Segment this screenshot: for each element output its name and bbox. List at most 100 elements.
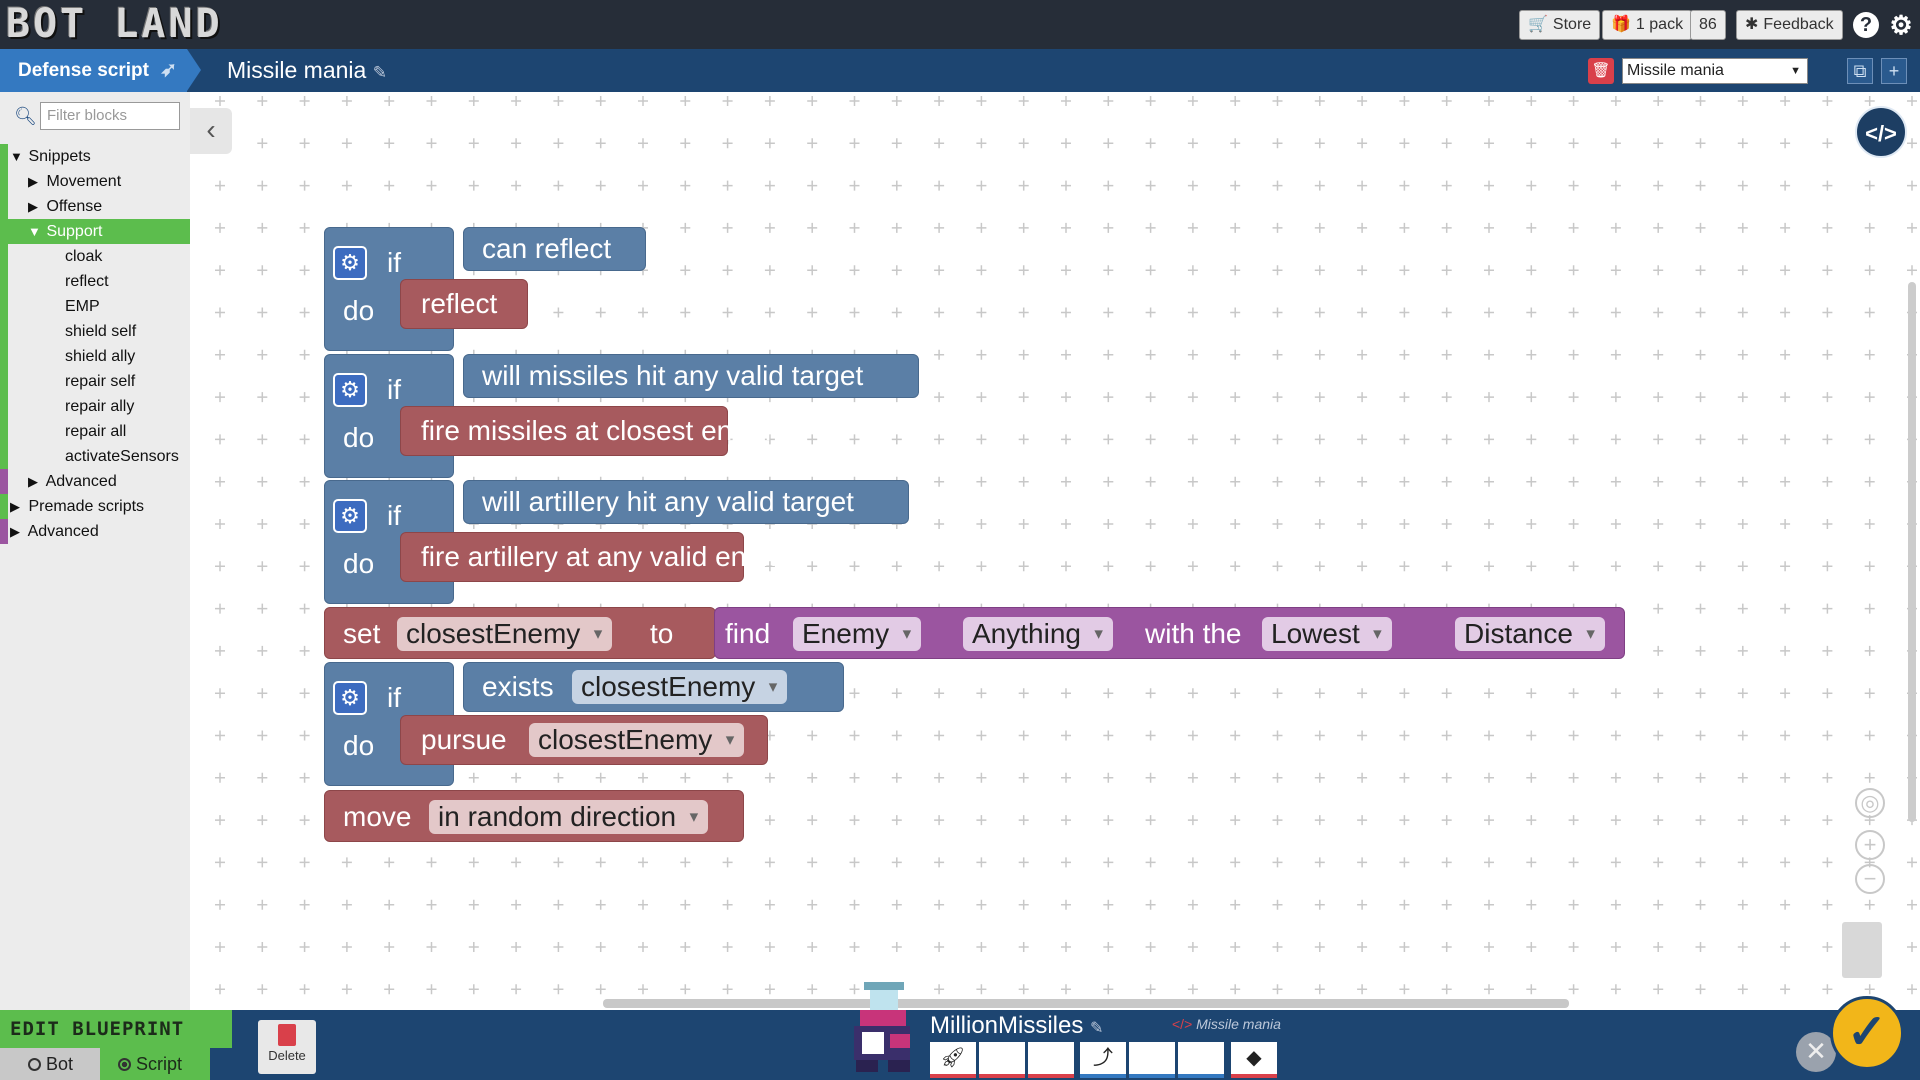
triangle-right-icon: ▶ xyxy=(28,199,38,214)
triangle-right-icon: ▶ xyxy=(28,474,38,489)
sidebar-item-emp[interactable]: EMP xyxy=(0,294,190,319)
utility-slot[interactable]: ⤴ xyxy=(1080,1042,1126,1078)
sidebar-item-label: cloak xyxy=(65,248,103,265)
sidebar-item-repair-ally[interactable]: repair ally xyxy=(0,394,190,419)
sidebar-item-support-advanced[interactable]: ▶ Advanced xyxy=(0,469,190,494)
if-keyword: if xyxy=(387,682,401,713)
sidebar-item-advanced[interactable]: ▶ Advanced xyxy=(0,519,190,544)
script-option-label: Script xyxy=(136,1054,183,1074)
move-direction-value: in random direction xyxy=(438,801,677,832)
sidebar-item-label: shield self xyxy=(65,323,137,340)
recenter-icon[interactable]: ◎ xyxy=(1855,788,1885,818)
sidebar-item-premade-scripts[interactable]: ▶ Premade scripts xyxy=(0,494,190,519)
variable-dropdown[interactable]: closestEnemy xyxy=(397,617,613,651)
condition-label: can reflect xyxy=(482,233,612,264)
zoom-in-icon[interactable]: + xyxy=(1855,830,1885,860)
filter-blocks-input[interactable]: Filter blocks xyxy=(40,102,180,130)
close-icon[interactable]: ✕ xyxy=(1796,1032,1836,1072)
find-type-dropdown[interactable]: Enemy xyxy=(793,617,922,651)
trash-can-icon[interactable] xyxy=(1842,922,1882,978)
gear-icon[interactable]: ⚙ xyxy=(333,246,367,280)
sidebar-item-reflect[interactable]: reflect xyxy=(0,269,190,294)
feedback-button[interactable]: ✱ Feedback xyxy=(1736,10,1843,40)
pencil-icon[interactable]: ✎ xyxy=(372,63,387,82)
gear-icon[interactable]: ⚙ xyxy=(333,681,367,715)
condition-block[interactable]: can reflect xyxy=(463,227,646,271)
script-workspace[interactable]: ‹ </> ◎ + − ⚙ if do can reflect reflect … xyxy=(190,92,1920,1010)
sidebar-item-offense[interactable]: ▶ Offense xyxy=(0,194,190,219)
sidebar-item-shield-ally[interactable]: shield ally xyxy=(0,344,190,369)
exists-variable-dropdown[interactable]: closestEnemy xyxy=(572,670,788,704)
code-view-icon[interactable]: </> xyxy=(1855,106,1907,158)
sidebar-item-snippets[interactable]: ▼ Snippets xyxy=(0,144,190,169)
collapse-sidebar-chevron-icon[interactable]: ‹ xyxy=(190,108,232,154)
find-property-dropdown[interactable]: Distance xyxy=(1455,617,1605,651)
sidebar-item-movement[interactable]: ▶ Movement xyxy=(0,169,190,194)
weapon-slot[interactable] xyxy=(979,1042,1025,1078)
find-block[interactable]: find Enemy Anything with the Lowest Dist… xyxy=(714,607,1625,659)
find-order-dropdown[interactable]: Lowest xyxy=(1262,617,1392,651)
horizontal-scrollbar[interactable] xyxy=(603,999,1569,1008)
settings-gear-icon[interactable]: ⚙ xyxy=(1889,10,1913,40)
sidebar-item-repair-self[interactable]: repair self xyxy=(0,369,190,394)
currency-count[interactable]: 86 xyxy=(1690,10,1726,40)
sidebar-item-support[interactable]: ▼ Support xyxy=(0,219,190,244)
gear-icon[interactable]: ⚙ xyxy=(333,373,367,407)
condition-block[interactable]: will missiles hit any valid target xyxy=(463,354,919,398)
pencil-icon[interactable]: ✎ xyxy=(1090,1020,1104,1037)
defense-script-tab[interactable]: Defense script ➶ xyxy=(0,49,201,92)
store-label: Store xyxy=(1552,16,1592,33)
confirm-checkmark-icon[interactable]: ✓ xyxy=(1830,996,1904,1070)
find-type-value: Enemy xyxy=(802,618,890,649)
exists-block[interactable]: exists closestEnemy xyxy=(463,662,844,712)
vertical-scrollbar[interactable] xyxy=(1908,282,1916,822)
set-variable-block[interactable]: set closestEnemy to xyxy=(324,607,716,659)
script-radio-option[interactable]: Script xyxy=(100,1048,210,1080)
sidebar-item-activate-sensors[interactable]: activateSensors xyxy=(0,444,190,469)
feedback-label: Feedback xyxy=(1763,16,1834,33)
action-block[interactable]: fire missiles at closest enemy xyxy=(400,406,785,456)
sidebar-item-repair-all[interactable]: repair all xyxy=(0,419,190,444)
action-block[interactable]: reflect xyxy=(400,279,528,329)
bot-name[interactable]: MillionMissiles ✎ xyxy=(930,1012,1103,1043)
move-keyword: move xyxy=(343,801,412,832)
condition-block[interactable]: will artillery hit any valid target xyxy=(463,480,909,524)
find-property-value: Distance xyxy=(1464,618,1573,649)
code-icon: </> xyxy=(1172,1016,1193,1032)
pursue-variable-dropdown[interactable]: closestEnemy xyxy=(529,723,745,757)
bot-name-text: MillionMissiles xyxy=(930,1012,1084,1039)
find-kind-dropdown[interactable]: Anything xyxy=(963,617,1113,651)
move-block[interactable]: move in random direction xyxy=(324,790,744,842)
delete-script-icon[interactable]: 🗑 xyxy=(1588,58,1614,84)
move-direction-dropdown[interactable]: in random direction xyxy=(429,800,709,834)
script-select[interactable]: Missile mania ▼ xyxy=(1622,58,1808,84)
action-block[interactable]: fire artillery at any valid enemy xyxy=(400,532,799,582)
bot-radio-option[interactable]: Bot xyxy=(0,1048,100,1080)
duplicate-script-icon[interactable]: ⧉ xyxy=(1847,58,1873,84)
with-the-label: with the xyxy=(1145,618,1242,649)
help-icon[interactable]: ? xyxy=(1853,12,1879,38)
zoom-out-icon[interactable]: − xyxy=(1855,864,1885,894)
weapon-slot[interactable]: 🚀︎ xyxy=(930,1042,976,1078)
pack-button[interactable]: 🎁 1 pack xyxy=(1602,10,1693,40)
find-order-value: Lowest xyxy=(1271,618,1360,649)
sidebar-item-cloak[interactable]: cloak xyxy=(0,244,190,269)
do-keyword: do xyxy=(343,548,375,579)
delete-button[interactable]: Delete xyxy=(258,1020,316,1074)
weapon-slot[interactable] xyxy=(1028,1042,1074,1078)
script-title[interactable]: Missile mania ✎ xyxy=(227,49,387,94)
pursue-variable-value: closestEnemy xyxy=(538,724,713,755)
pursue-block[interactable]: pursue closestEnemy xyxy=(400,715,768,765)
support-slot[interactable]: ◆ xyxy=(1231,1042,1277,1078)
condition-label: will artillery hit any valid target xyxy=(482,486,854,517)
gear-icon[interactable]: ⚙ xyxy=(333,499,367,533)
do-keyword: do xyxy=(343,730,375,761)
utility-slot[interactable] xyxy=(1129,1042,1175,1078)
sidebar-item-label: Movement xyxy=(46,173,122,190)
add-script-icon[interactable]: + xyxy=(1881,58,1907,84)
if-keyword: if xyxy=(387,247,401,278)
utility-slot[interactable] xyxy=(1178,1042,1224,1078)
pursue-keyword: pursue xyxy=(421,724,507,755)
store-button[interactable]: 🛒 Store xyxy=(1519,10,1601,40)
sidebar-item-shield-self[interactable]: shield self xyxy=(0,319,190,344)
